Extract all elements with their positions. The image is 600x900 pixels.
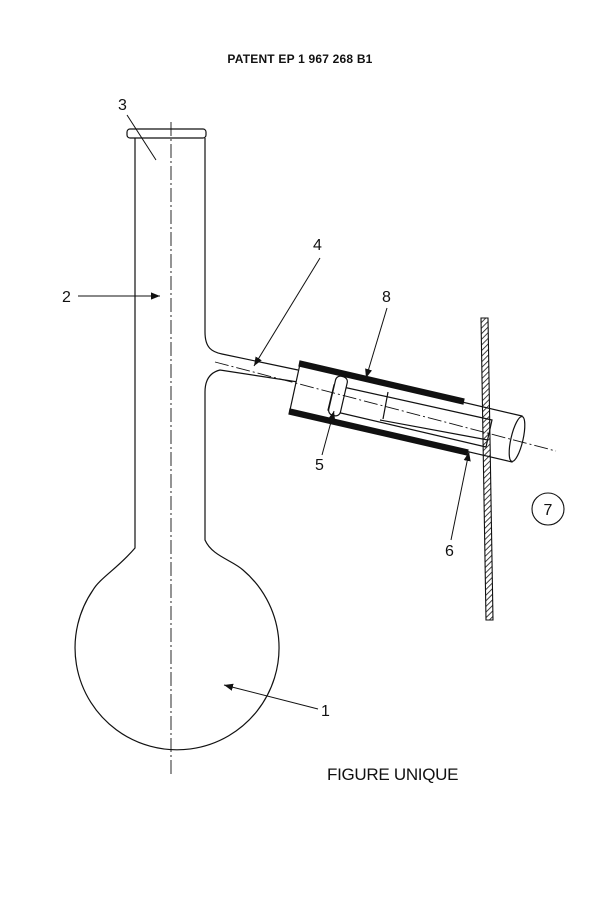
flask-body-outline xyxy=(75,138,298,750)
label-3: 3 xyxy=(118,97,127,114)
hatched-wall xyxy=(481,318,493,620)
leader-4 xyxy=(254,258,320,366)
tube-axis xyxy=(215,362,556,451)
flask xyxy=(75,129,298,750)
leader-8 xyxy=(366,308,387,378)
leader-6 xyxy=(451,452,469,540)
label-1: 1 xyxy=(321,703,330,720)
label-7: 7 xyxy=(544,502,553,519)
label-6: 6 xyxy=(445,543,454,560)
side-tube-assembly xyxy=(289,361,528,463)
label-5: 5 xyxy=(315,457,324,474)
label-8: 8 xyxy=(382,289,391,306)
label-4: 4 xyxy=(313,237,322,254)
label-2: 2 xyxy=(62,289,71,306)
figure-caption: FIGURE UNIQUE xyxy=(327,765,458,784)
